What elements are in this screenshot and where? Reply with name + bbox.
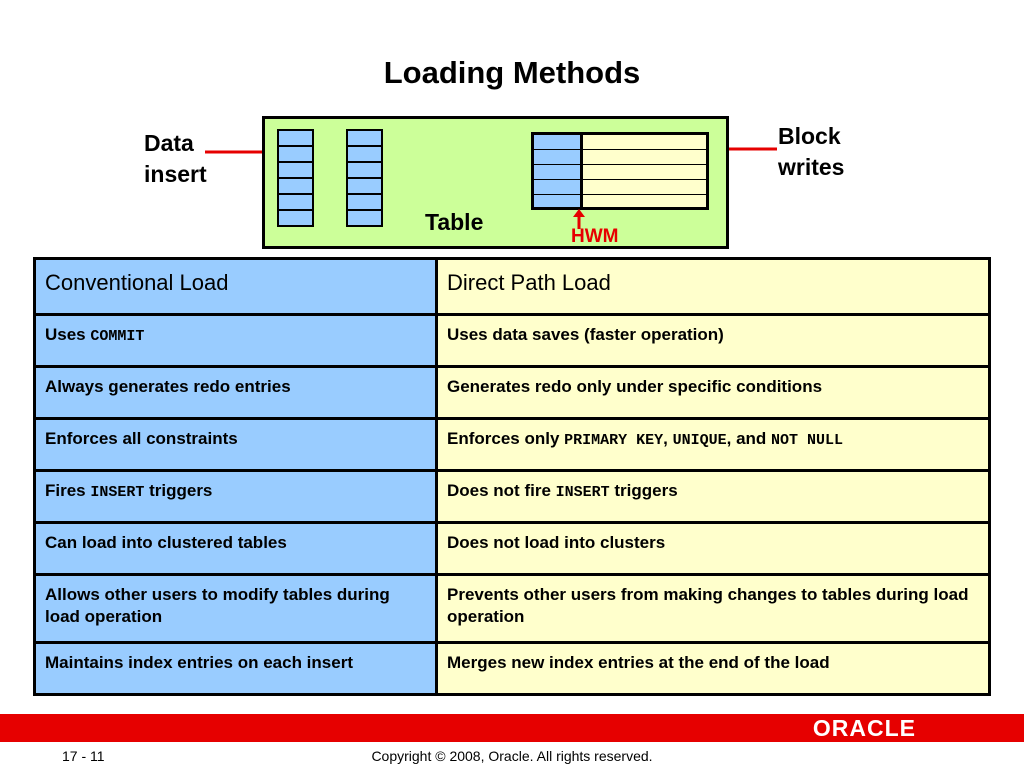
conventional-cell: Fires INSERT triggers bbox=[33, 469, 438, 524]
code-text: COMMIT bbox=[90, 328, 145, 345]
cell-text: Fires bbox=[45, 481, 91, 500]
block-column-2 bbox=[346, 129, 383, 227]
direct-path-cell: Prevents other users from making changes… bbox=[435, 573, 991, 644]
used-blocks bbox=[534, 135, 583, 207]
data-insert-line2: insert bbox=[144, 161, 207, 187]
direct-path-cell: Uses data saves (faster operation) bbox=[435, 313, 991, 368]
cell-text: , bbox=[663, 429, 673, 448]
cell-text: Prevents other users from making changes… bbox=[447, 585, 969, 626]
oracle-logo: ORACLE bbox=[812, 715, 916, 741]
direct-path-cell: Generates redo only under specific condi… bbox=[435, 365, 991, 420]
cell-text: Always generates redo entries bbox=[45, 377, 291, 396]
code-text: INSERT bbox=[555, 484, 610, 501]
code-text: INSERT bbox=[90, 484, 145, 501]
direct-path-cell: Merges new index entries at the end of t… bbox=[435, 641, 991, 696]
cell-text: Maintains index entries on each insert bbox=[45, 653, 353, 672]
page-title: Loading Methods bbox=[383, 55, 641, 90]
cell-text: Allows other users to modify tables duri… bbox=[45, 585, 390, 626]
block-writes-line2: writes bbox=[778, 154, 845, 180]
table-row: Maintains index entries on each insert Me… bbox=[33, 641, 991, 696]
cell-text: Uses data saves (faster operation) bbox=[447, 325, 724, 344]
data-insert-line1: Data bbox=[144, 130, 194, 156]
table-row: Enforces all constraints Enforces only PR… bbox=[33, 417, 991, 472]
page-number: 17 - 11 bbox=[62, 748, 105, 764]
footer-bar: ORACLE bbox=[0, 714, 1024, 742]
conventional-cell: Uses COMMIT bbox=[33, 313, 438, 368]
block-cell bbox=[277, 209, 314, 227]
cell-text: Merges new index entries at the end of t… bbox=[447, 653, 830, 672]
code-text: NOT NULL bbox=[771, 432, 844, 449]
cell-text: Enforces all constraints bbox=[45, 429, 238, 448]
data-insert-label: Data insert bbox=[144, 128, 207, 190]
code-text: PRIMARY KEY bbox=[564, 432, 664, 449]
table-row: Allows other users to modify tables duri… bbox=[33, 573, 991, 644]
block-column-1 bbox=[277, 129, 314, 227]
table-header-row: Conventional Load Direct Path Load bbox=[33, 257, 991, 316]
table-row: Can load into clustered tables Does not l… bbox=[33, 521, 991, 576]
header-direct-path-load: Direct Path Load bbox=[435, 257, 991, 316]
empty-blocks bbox=[583, 135, 706, 207]
conventional-cell: Can load into clustered tables bbox=[33, 521, 438, 576]
hwm-label: HWM bbox=[571, 226, 619, 247]
cell-text: Does not fire bbox=[447, 481, 556, 500]
table-row: Always generates redo entries Generates r… bbox=[33, 365, 991, 420]
cell-text: , and bbox=[726, 429, 772, 448]
conventional-cell: Maintains index entries on each insert bbox=[33, 641, 438, 696]
cell-text: Uses bbox=[45, 325, 91, 344]
table-label: Table bbox=[425, 209, 484, 235]
table-diagram: Table HWM bbox=[262, 116, 729, 249]
direct-path-blocks bbox=[531, 132, 709, 210]
block-writes-label: Block writes bbox=[778, 121, 844, 183]
hwm-arrow-icon bbox=[573, 209, 585, 229]
copyright: Copyright © 2008, Oracle. All rights res… bbox=[371, 748, 653, 764]
conventional-cell: Enforces all constraints bbox=[33, 417, 438, 472]
cell-text: Enforces only bbox=[447, 429, 565, 448]
block-writes-line1: Block bbox=[778, 123, 841, 149]
cell-text: triggers bbox=[609, 481, 678, 500]
direct-path-cell: Does not fire INSERT triggers bbox=[435, 469, 991, 524]
header-conventional-load: Conventional Load bbox=[33, 257, 438, 316]
table-row: Uses COMMIT Uses data saves (faster opera… bbox=[33, 313, 991, 368]
comparison-table: Conventional Load Direct Path Load Uses … bbox=[33, 257, 991, 696]
conventional-cell: Always generates redo entries bbox=[33, 365, 438, 420]
conventional-cell: Allows other users to modify tables duri… bbox=[33, 573, 438, 644]
direct-path-cell: Does not load into clusters bbox=[435, 521, 991, 576]
code-text: UNIQUE bbox=[672, 432, 727, 449]
cell-text: Can load into clustered tables bbox=[45, 533, 287, 552]
direct-path-cell: Enforces only PRIMARY KEY, UNIQUE, and N… bbox=[435, 417, 991, 472]
block-cell bbox=[346, 209, 383, 227]
cell-text: triggers bbox=[144, 481, 213, 500]
cell-text: Generates redo only under specific condi… bbox=[447, 377, 823, 396]
cell-text: Does not load into clusters bbox=[447, 533, 666, 552]
